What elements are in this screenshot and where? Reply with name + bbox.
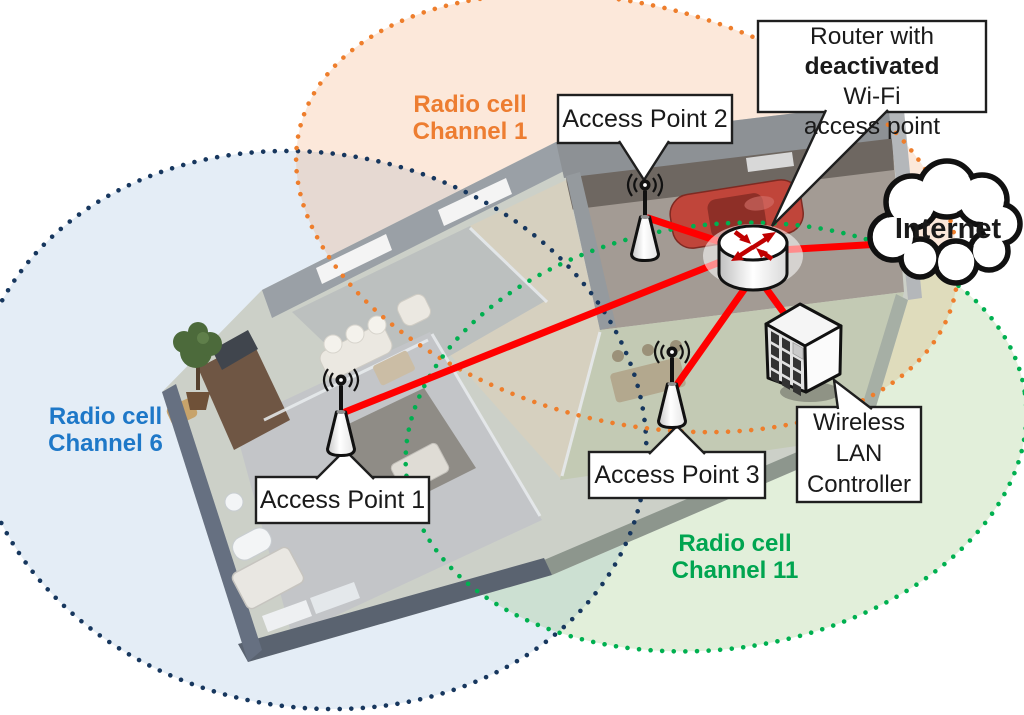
cable-router-ap3 xyxy=(672,280,752,390)
window xyxy=(316,234,392,284)
wlan-controller-icon xyxy=(764,302,843,397)
wlan-controller-callout xyxy=(795,405,923,504)
access-point-2-callout xyxy=(556,93,734,145)
cable-router-ap1 xyxy=(341,254,734,416)
wlan-controller-callout-pointer xyxy=(832,377,873,410)
front-wall xyxy=(238,558,552,662)
sofa xyxy=(319,293,431,386)
bed xyxy=(231,546,305,610)
tree xyxy=(173,322,222,410)
router-icon xyxy=(717,224,789,292)
radio-cell-channel-1-border xyxy=(293,0,961,435)
window xyxy=(310,582,360,614)
router-callout xyxy=(756,19,988,114)
internet-cloud-icon xyxy=(867,158,1023,286)
access-point-3-callout xyxy=(587,450,767,500)
dining-table xyxy=(610,340,686,403)
router-callout-pointer xyxy=(770,109,889,227)
vent-grid xyxy=(771,331,804,397)
window xyxy=(438,178,512,226)
router-arrows xyxy=(731,230,776,261)
bathroom-fixtures xyxy=(224,492,272,561)
window xyxy=(262,600,312,632)
access-point-1-callout xyxy=(254,475,431,525)
